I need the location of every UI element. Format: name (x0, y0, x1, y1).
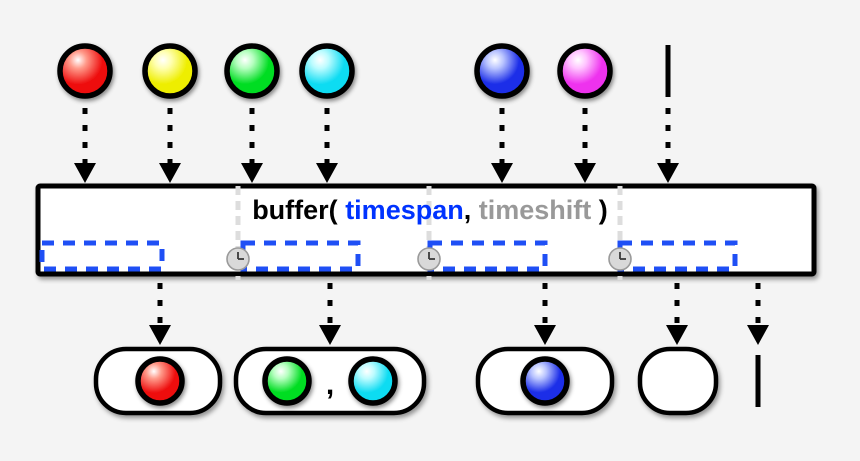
input-arrow-2 (159, 108, 181, 183)
output-arrow-4 (666, 283, 688, 345)
input-arrow-3 (241, 108, 263, 183)
window-4 (617, 240, 738, 272)
output-arrow-3 (534, 283, 556, 345)
operator-label-separator: , (464, 195, 472, 225)
buffer-emission-4-empty[interactable] (637, 346, 719, 416)
marble-cyan (299, 43, 355, 99)
input-arrow-6 (574, 108, 596, 183)
operator-label-suffix: ) (599, 195, 608, 225)
window-3 (427, 240, 548, 272)
operator-label-timespan: timespan (345, 195, 464, 225)
output-arrow-5 (747, 283, 769, 345)
input-arrow-5 (491, 108, 513, 183)
marble-red (57, 43, 113, 99)
output-dashed-arrows (149, 283, 769, 345)
operator-label-text: buffer( timespan, timeshift ) (252, 195, 608, 225)
buffer-emission-2-comma: , (326, 368, 334, 401)
marble-green (224, 43, 280, 99)
operator-label-space1 (338, 195, 346, 225)
window-1 (39, 240, 165, 272)
input-dashed-arrows (74, 108, 679, 183)
input-arrow-7 (657, 108, 679, 183)
output-arrow-1 (149, 283, 171, 345)
clock-icon-3 (608, 247, 632, 271)
result-timeline: , (42, 346, 812, 416)
input-arrow-1 (74, 108, 96, 183)
out-marble-green (262, 356, 312, 406)
marble-magenta (557, 43, 613, 99)
source-timeline (42, 43, 812, 99)
marble-blue (474, 43, 530, 99)
out-marble-blue (520, 356, 570, 406)
clock-icon-1 (226, 247, 250, 271)
buffer-window-rects (39, 240, 738, 272)
clock-icon-2 (417, 247, 441, 271)
marble-yellow (142, 43, 198, 99)
operator-label-space2 (471, 195, 479, 225)
buffer-emission-4-empty-rect[interactable] (637, 346, 719, 416)
output-arrow-2 (319, 283, 341, 345)
operator-label-prefix: buffer( (252, 195, 337, 225)
operator-label: buffer( timespan, timeshift ) (252, 195, 608, 225)
operator-label-timeshift: timeshift (479, 195, 592, 225)
buffer-emission-1[interactable] (93, 346, 223, 416)
out-marble-red (135, 356, 185, 406)
out-marble-cyan (348, 356, 398, 406)
buffer-emission-3[interactable] (475, 346, 615, 416)
operator-label-space3 (591, 195, 599, 225)
input-arrow-4 (316, 108, 338, 183)
buffer-emission-2[interactable]: , (233, 346, 427, 416)
clock-markers (226, 247, 632, 271)
window-2 (240, 240, 361, 272)
